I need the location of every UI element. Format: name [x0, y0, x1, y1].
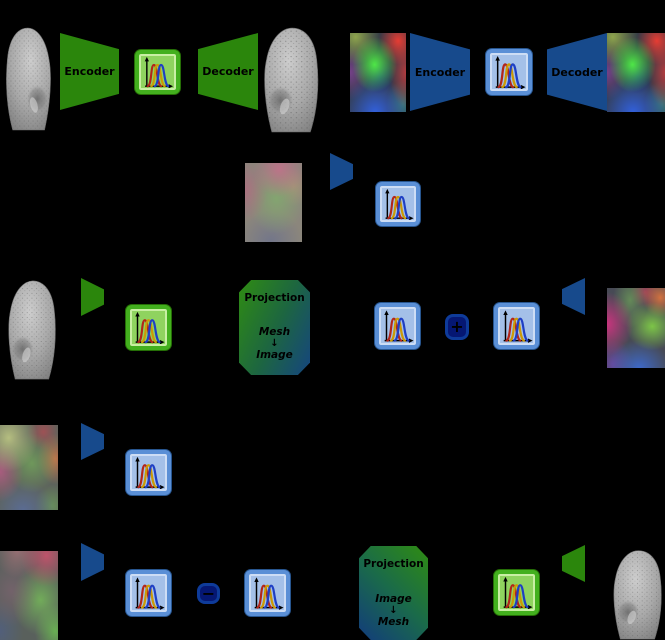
projected-mesh-distribution-box — [494, 570, 539, 615]
image-decoder-funnel: Decoder — [547, 33, 607, 111]
mesh-encoder-arrow — [81, 278, 104, 316]
down-arrow-icon: ↓ — [270, 338, 279, 349]
image-decoder-label: Decoder — [551, 65, 603, 79]
image-posterior-distribution-box — [376, 182, 420, 226]
ear-mesh-icon — [264, 27, 319, 133]
gaussian-distribution-icon — [134, 456, 165, 489]
mesh-decoder-funnel: Decoder — [198, 33, 258, 110]
mesh-encoder-label: Encoder — [64, 65, 115, 78]
ear-mesh-icon — [8, 280, 56, 380]
difference-image-distribution-box — [245, 570, 290, 616]
mesh-encoder-funnel: Encoder — [60, 33, 119, 110]
plus-sign: + — [450, 317, 464, 336]
projection-source-label: Mesh — [258, 326, 291, 338]
image-reconstruction-thumbnail — [607, 33, 665, 112]
combined-image-distribution-box — [494, 303, 539, 349]
mesh-latent-distribution-box — [135, 50, 180, 94]
image-sample-thumbnail-2 — [0, 551, 58, 640]
gaussian-distribution-icon — [502, 309, 533, 343]
mesh-reconstruction-thumbnail — [258, 25, 322, 133]
faded-image-thumbnail — [245, 163, 302, 242]
image-encoder-funnel: Encoder — [410, 33, 470, 111]
projected-image-distribution-box — [375, 303, 420, 349]
mesh-posterior-distribution-box — [126, 305, 171, 350]
minus-operator-badge: − — [197, 583, 220, 604]
image-encoder-arrow-2 — [81, 423, 104, 460]
mesh-input-thumbnail — [3, 25, 56, 131]
decoded-image-thumbnail — [607, 288, 665, 368]
gaussian-distribution-icon — [383, 309, 414, 343]
image-latent-distribution-box-3 — [126, 570, 171, 616]
gaussian-distribution-icon — [253, 576, 284, 610]
image-sample-thumbnail — [0, 425, 58, 510]
image-decoder-arrow — [562, 278, 585, 315]
minus-sign: − — [201, 583, 216, 603]
decoded-mesh-thumbnail — [608, 548, 665, 640]
image-latent-distribution-box — [486, 49, 532, 95]
image-input-thumbnail — [350, 33, 406, 112]
gaussian-distribution-icon — [502, 576, 533, 609]
down-arrow-icon: ↓ — [389, 605, 398, 616]
plus-operator-badge: + — [445, 314, 469, 340]
projection-title: Projection — [244, 292, 305, 304]
ear-mesh-icon — [613, 550, 662, 640]
image-encoder-arrow-3 — [81, 543, 104, 581]
mesh-decoder-label: Decoder — [202, 65, 254, 78]
gaussian-distribution-icon — [143, 56, 174, 88]
mesh-decoder-arrow — [562, 545, 585, 582]
projection-image-to-mesh-block: Projection Image ↓ Mesh — [359, 546, 428, 640]
mesh-sample-thumbnail — [3, 278, 59, 380]
projection-target-label: Mesh — [377, 616, 410, 628]
projection-title: Projection — [363, 558, 424, 570]
projection-target-label: Image — [256, 349, 293, 361]
gaussian-distribution-icon — [134, 576, 165, 610]
projection-source-label: Image — [375, 593, 412, 605]
image-encoder-label: Encoder — [414, 65, 466, 79]
gaussian-distribution-icon — [134, 311, 165, 344]
image-encoder-arrow — [330, 153, 353, 190]
projection-mesh-to-image-block: Projection Mesh ↓ Image — [239, 280, 310, 375]
gaussian-distribution-icon — [384, 188, 414, 220]
gaussian-distribution-icon — [494, 55, 526, 89]
ear-mesh-icon — [5, 27, 52, 131]
image-latent-distribution-box-2 — [126, 450, 171, 495]
